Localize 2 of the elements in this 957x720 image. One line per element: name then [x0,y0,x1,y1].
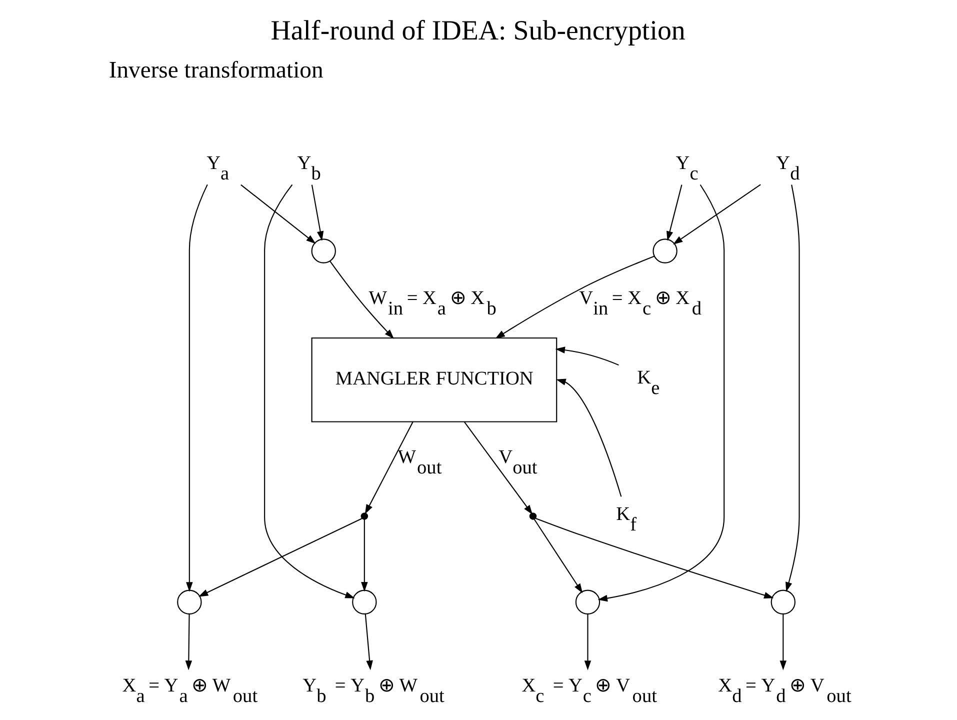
label: Inverse transformation [108,58,324,84]
diagram-title: Half-round of IDEA: Sub-encryption [270,15,686,46]
